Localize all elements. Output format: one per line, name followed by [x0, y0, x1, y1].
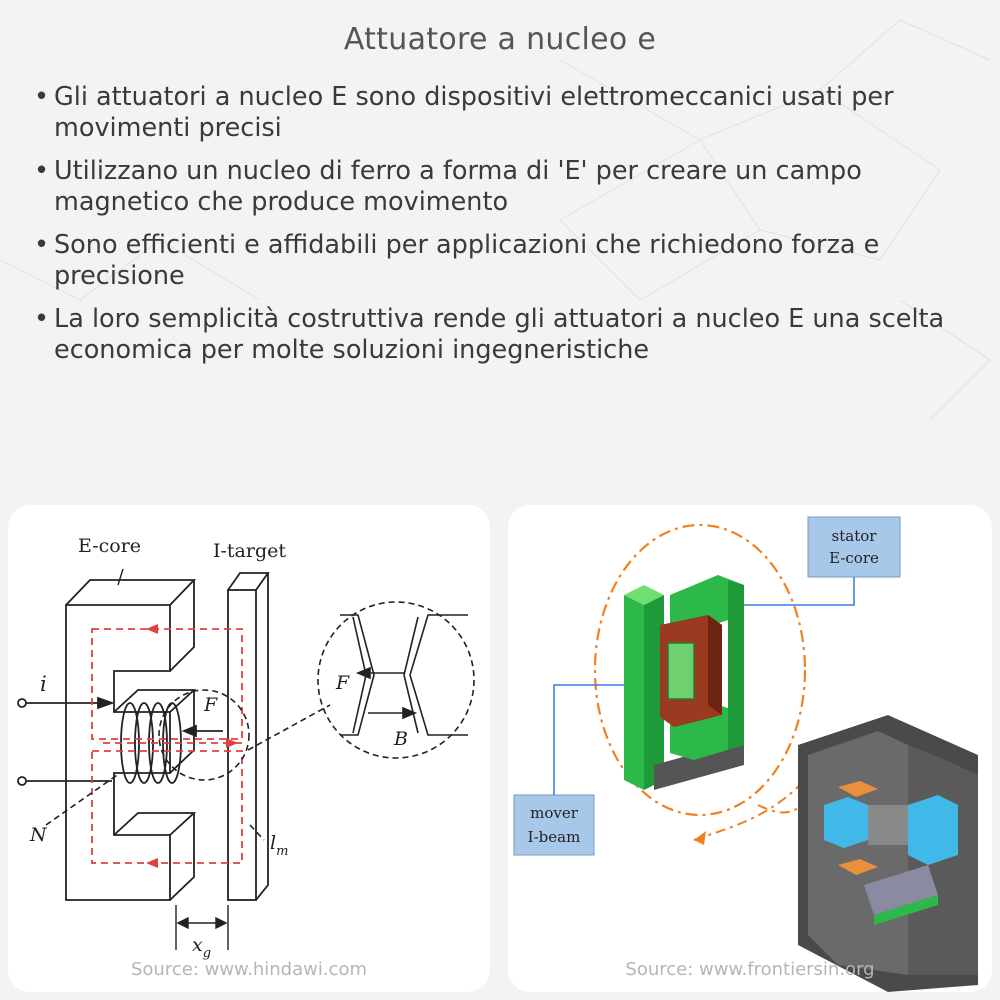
bullet-list: Gli attuatori a nucleo E sono dispositiv…	[30, 82, 980, 378]
ecore-body	[65, 604, 171, 901]
stator-label-line1: stator	[832, 527, 878, 545]
actuator-model-card: stator E-core mover I-beam Source: www.f…	[508, 505, 992, 992]
label-current: i	[40, 672, 47, 696]
label-itarget: I-target	[213, 540, 286, 562]
label-length-sub: m	[276, 844, 288, 859]
mover-label-line2: I-beam	[528, 828, 581, 846]
stator-label-box	[807, 516, 901, 578]
bullet-item: Utilizzano un nucleo di ferro a forma di…	[30, 156, 980, 218]
label-force: F	[203, 694, 218, 716]
source-credit: Source: www.frontiersin.org	[625, 959, 875, 980]
label-gap: x	[192, 934, 203, 956]
bullet-item: La loro semplicità costruttiva rende gli…	[30, 304, 980, 366]
svg-text:xg: xg	[192, 934, 211, 961]
mover-label-line1: mover	[530, 804, 579, 822]
label-gap-sub: g	[203, 946, 211, 961]
stator-label-line2: E-core	[829, 549, 879, 567]
source-credit: Source: www.hindawi.com	[130, 959, 367, 980]
ecore-diagram: E-core I-target i F N lm xg F B	[17, 535, 475, 961]
label-turns: N	[29, 824, 48, 846]
ecore-diagram-card: E-core I-target i F N lm xg F B Source: …	[8, 505, 490, 992]
bullet-item: Sono efficienti e affidabili per applica…	[30, 230, 980, 292]
svg-text:lm: lm	[270, 832, 288, 859]
label-zoom-field: B	[393, 728, 408, 750]
label-length: l	[270, 832, 276, 854]
label-ecore: E-core	[78, 535, 141, 557]
slide-title: Attuatore a nucleo e	[343, 22, 657, 57]
label-zoom-force: F	[335, 672, 350, 694]
actuator-model: stator E-core mover I-beam	[513, 516, 978, 992]
mover-label-box	[513, 794, 595, 856]
bullet-item: Gli attuatori a nucleo E sono dispositiv…	[30, 82, 980, 144]
